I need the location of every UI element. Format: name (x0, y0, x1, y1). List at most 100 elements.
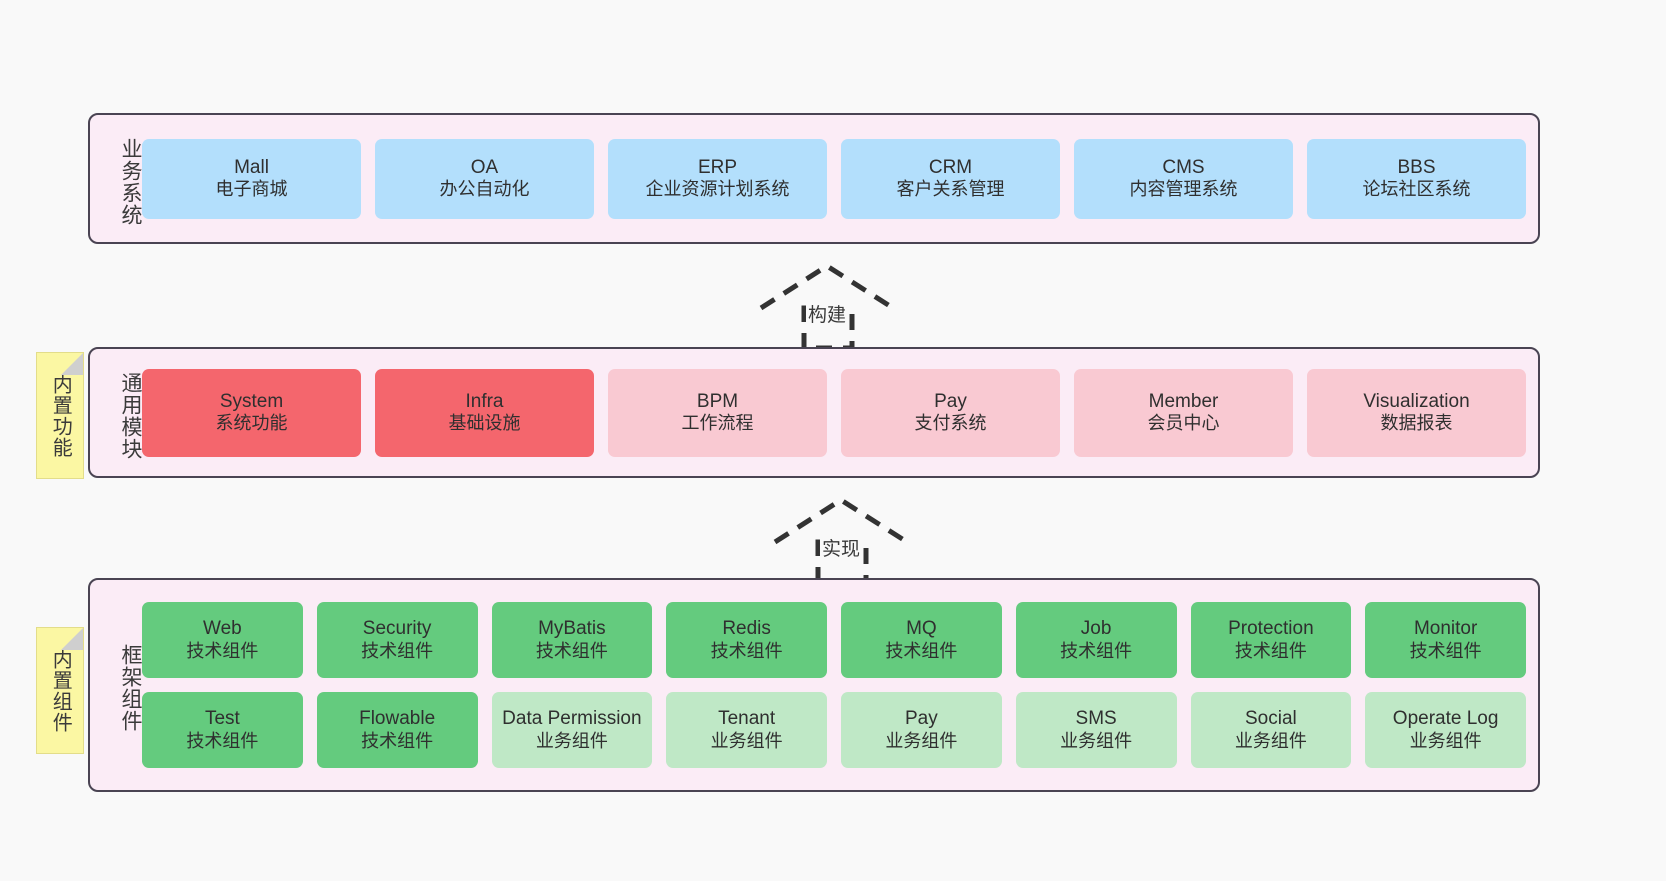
card-title: OA (470, 156, 499, 178)
card-title: Flowable (359, 708, 436, 730)
card-title: Social (1245, 708, 1297, 730)
note-builtin-components: 内置组件 (36, 627, 84, 754)
card-subtitle: 技术组件 (361, 640, 434, 661)
note-builtin-functions-label: 内置功能 (49, 373, 72, 458)
card-subtitle: 支付系统 (914, 413, 987, 434)
card-title: CRM (928, 156, 973, 178)
card-subtitle: 业务组件 (1409, 730, 1482, 751)
card-subtitle: 业务组件 (710, 730, 783, 751)
card-title: Redis (722, 618, 771, 640)
layer-modules-title: 通用模块 (119, 371, 142, 460)
connector-build: 构建 (757, 262, 897, 351)
card-subtitle: 技术组件 (535, 640, 608, 661)
card-subtitle: 内容管理系统 (1129, 179, 1238, 200)
card-subtitle: 会员中心 (1147, 413, 1220, 434)
card-subtitle: 客户关系管理 (896, 179, 1005, 200)
card-subtitle: 业务组件 (1234, 730, 1307, 751)
card-title: System (219, 390, 284, 412)
card-subtitle: 技术组件 (710, 640, 783, 661)
card-title: Monitor (1413, 618, 1478, 640)
card-title: Test (204, 708, 240, 730)
card-title: Pay (934, 390, 967, 412)
card-title: Protection (1228, 618, 1314, 640)
layer-framework-title: 框架组件 (119, 644, 142, 732)
card-subtitle: 技术组件 (885, 640, 958, 661)
layer-business-title: 业务系统 (119, 137, 142, 226)
card-subtitle: 办公自动化 (439, 179, 530, 200)
card-title: BBS (1397, 156, 1436, 178)
card-title: Pay (905, 708, 938, 730)
note-builtin-components-label: 内置组件 (49, 648, 72, 733)
card-title: ERP (697, 156, 738, 178)
card-title: Mall (234, 156, 269, 178)
card-title: Tenant (718, 708, 776, 730)
connector-implement: 实现 (771, 496, 911, 585)
note-builtin-functions: 内置功能 (36, 352, 84, 479)
connector-implement-label: 实现 (819, 534, 863, 561)
card-title: BPM (696, 390, 739, 412)
card-subtitle: 论坛社区系统 (1362, 179, 1471, 200)
card-subtitle: 数据报表 (1380, 413, 1453, 434)
card-subtitle: 系统功能 (215, 413, 288, 434)
card-title: MyBatis (538, 618, 606, 640)
card-title: Member (1148, 390, 1219, 412)
card-title: Data Permission (502, 708, 642, 730)
card-subtitle: 电子商城 (215, 179, 288, 200)
card-subtitle: 业务组件 (1060, 730, 1133, 751)
card-title: MQ (906, 618, 937, 640)
card-subtitle: 工作流程 (681, 413, 754, 434)
card-subtitle: 企业资源计划系统 (645, 179, 790, 200)
connector-build-label: 构建 (805, 300, 849, 327)
card-title: Web (203, 618, 242, 640)
card-subtitle: 技术组件 (1409, 640, 1482, 661)
card-title: Infra (465, 390, 504, 412)
card-title: CMS (1162, 156, 1205, 178)
card-subtitle: 技术组件 (361, 730, 434, 751)
card-title: Job (1080, 618, 1112, 640)
card-subtitle: 技术组件 (186, 640, 259, 661)
card-subtitle: 基础设施 (448, 413, 521, 434)
card-subtitle: 业务组件 (885, 730, 958, 751)
card-subtitle: 业务组件 (535, 730, 608, 751)
card-subtitle: 技术组件 (186, 730, 259, 751)
card-title: Operate Log (1392, 708, 1499, 730)
card-title: Security (362, 618, 432, 640)
